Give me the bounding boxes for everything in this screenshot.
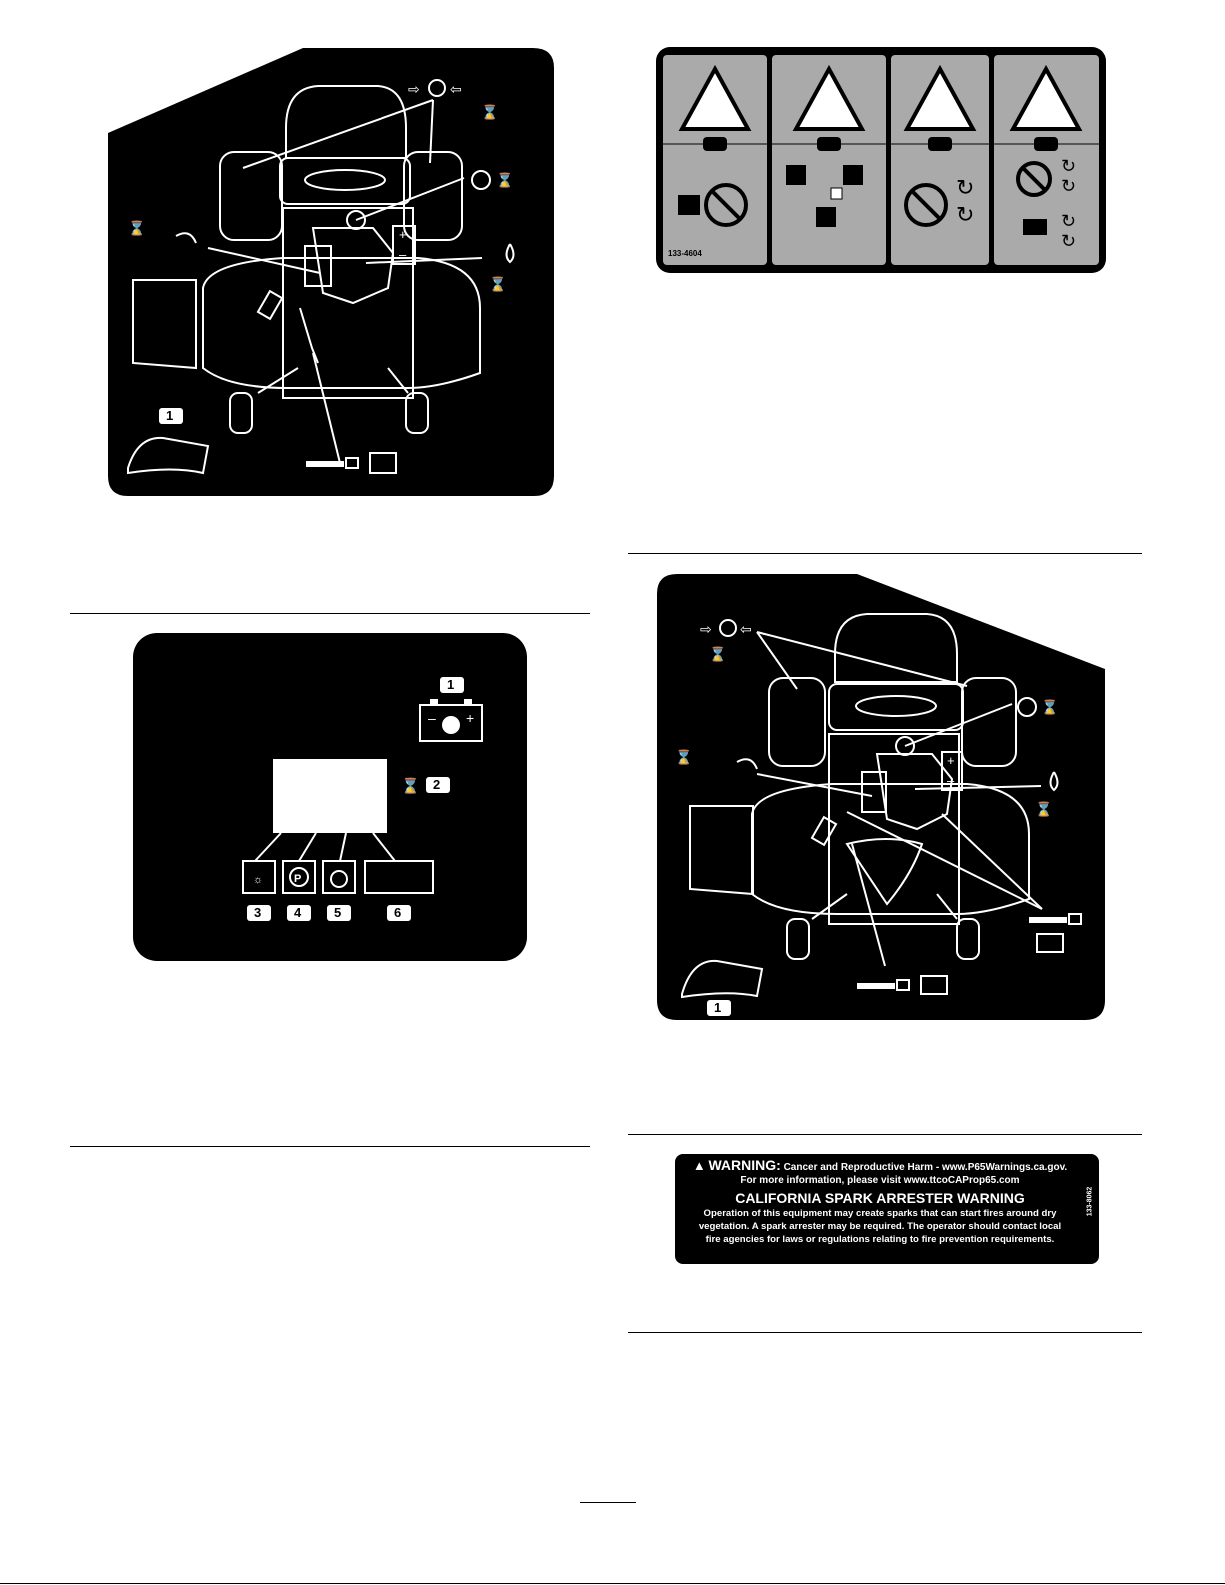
hourglass-icon: ⌛ — [481, 104, 499, 120]
svg-text:⌛: ⌛ — [401, 777, 420, 795]
footer-line — [0, 1583, 1225, 1584]
decal-133-8062: ▲ WARNING: Cancer and Reproductive Harm … — [675, 1154, 1099, 1264]
decal-code: 133-4604 — [668, 249, 702, 258]
svg-text:P: P — [294, 873, 301, 885]
callout-5: 5 — [334, 905, 342, 920]
decal-133-4648: + – ⇨ ⇦ 1 ⌛ 50 13 - 15 PSI — [657, 574, 1105, 1020]
filter-sub: (✓50) — [142, 242, 171, 254]
hourglass-icon: ⌛ — [489, 276, 507, 292]
panel-4-number: 4 — [1042, 136, 1049, 148]
svg-text:⇨: ⇨ — [408, 81, 420, 97]
filter-sub: (✓50) — [695, 768, 724, 780]
tire-pressure-psi: 13 - 15 PSI — [474, 70, 535, 84]
svg-text:↻: ↻ — [1061, 211, 1076, 231]
callout-4: 4 — [294, 905, 302, 920]
callout-2: 2 — [433, 777, 441, 792]
decal-battery-hourmeter: – + ⌛ ☼ P 1 2 3 4 5 6 — [133, 633, 527, 961]
oil-sub: (✓8) — [1050, 823, 1073, 835]
filter-hours: 200 — [691, 748, 717, 765]
warning-text: Cancer and Reproductive Harm - www.P65Wa… — [783, 1162, 1068, 1173]
oil-hours: 100 — [504, 276, 530, 293]
callout-1: 1 — [447, 677, 455, 692]
decal-code: 133-4648 — [1033, 986, 1080, 998]
callout-1: 1 — [166, 408, 174, 423]
panel-2-number: 2 — [825, 136, 832, 148]
hourglass-icon: ⌛ — [128, 220, 146, 236]
decal-133-4604: ↻ ↻ ↻ ↻ ↻ ↻ 1 2 3 4 133-4604 — [656, 47, 1106, 273]
hourglass-icon: ⌛ — [675, 749, 693, 765]
hourglass-icon: ⌛ — [1035, 801, 1053, 817]
hydro-hours: 500 — [1056, 698, 1082, 715]
tire-pressure-kpa: 83-97 kPa — [703, 682, 759, 696]
oil-hours: 100 — [1050, 800, 1076, 817]
info-text: For more information, please visit www.t… — [740, 1175, 1020, 1186]
svg-text:⇨: ⇨ — [700, 621, 712, 637]
page-number-underline — [580, 1502, 636, 1503]
divider — [628, 553, 1142, 554]
svg-text:↻: ↻ — [956, 175, 974, 200]
divider — [70, 1146, 590, 1147]
svg-text:–: – — [399, 247, 407, 262]
tire-pressure-kpa: 83-97 kPa — [474, 85, 529, 99]
warning-line: ▲ WARNING: Cancer and Reproductive Harm … — [675, 1157, 1085, 1174]
svg-text:+: + — [947, 753, 955, 768]
panel-3-number: 3 — [936, 136, 943, 148]
hydro-hours: 250 — [511, 172, 537, 189]
divider — [628, 1332, 1142, 1333]
body-line-3: fire agencies for laws or regulations re… — [705, 1234, 1055, 1245]
svg-text:–: – — [947, 773, 955, 788]
callout-6: 6 — [394, 905, 402, 920]
decal-131-3529: + – ⇨ ⇦ — [108, 48, 554, 496]
svg-text:+: + — [466, 710, 474, 726]
decal-code: 131-3529 — [498, 470, 541, 481]
hydro-sub: (✓50) — [504, 194, 533, 206]
svg-text:+: + — [399, 227, 407, 242]
hydro-sub: (✓50) — [1048, 720, 1077, 732]
svg-text:☼: ☼ — [253, 874, 263, 886]
svg-text:–: – — [428, 710, 436, 726]
oil-sub: (✓8) — [504, 298, 527, 310]
filter-hours: 200 — [144, 220, 170, 237]
svg-text:↻: ↻ — [1061, 231, 1076, 251]
svg-text:⇦: ⇦ — [450, 81, 462, 97]
spark-heading: CALIFORNIA SPARK ARRESTER WARNING — [735, 1190, 1025, 1206]
callout-1: 1 — [714, 1000, 722, 1015]
svg-text:↻: ↻ — [956, 202, 974, 227]
body-line-2: vegetation. A spark arrester may be requ… — [698, 1221, 1062, 1232]
callout-3: 3 — [254, 905, 262, 920]
hourglass-icon: ⌛ — [1041, 699, 1059, 715]
hourglass-icon: ⌛ — [709, 646, 727, 662]
divider — [70, 613, 590, 614]
hourglass-icon: ⌛ — [496, 172, 514, 188]
svg-text:↻: ↻ — [1061, 176, 1076, 196]
decal-code: 133-8062 — [1086, 1186, 1094, 1217]
panel-1-number: 1 — [711, 136, 718, 148]
divider — [628, 1134, 1142, 1135]
svg-text:↻: ↻ — [1061, 156, 1076, 176]
svg-text:⇦: ⇦ — [740, 621, 752, 637]
tire-hours: 50 — [725, 645, 742, 662]
tire-hours: 50 — [496, 104, 513, 121]
warning-label: WARNING: — [708, 1157, 781, 1173]
warning-triangle-icon: ▲ — [692, 1158, 706, 1173]
tire-pressure-psi: 13 - 15 PSI — [701, 667, 762, 681]
body-line-1: Operation of this equipment may create s… — [703, 1208, 1057, 1219]
